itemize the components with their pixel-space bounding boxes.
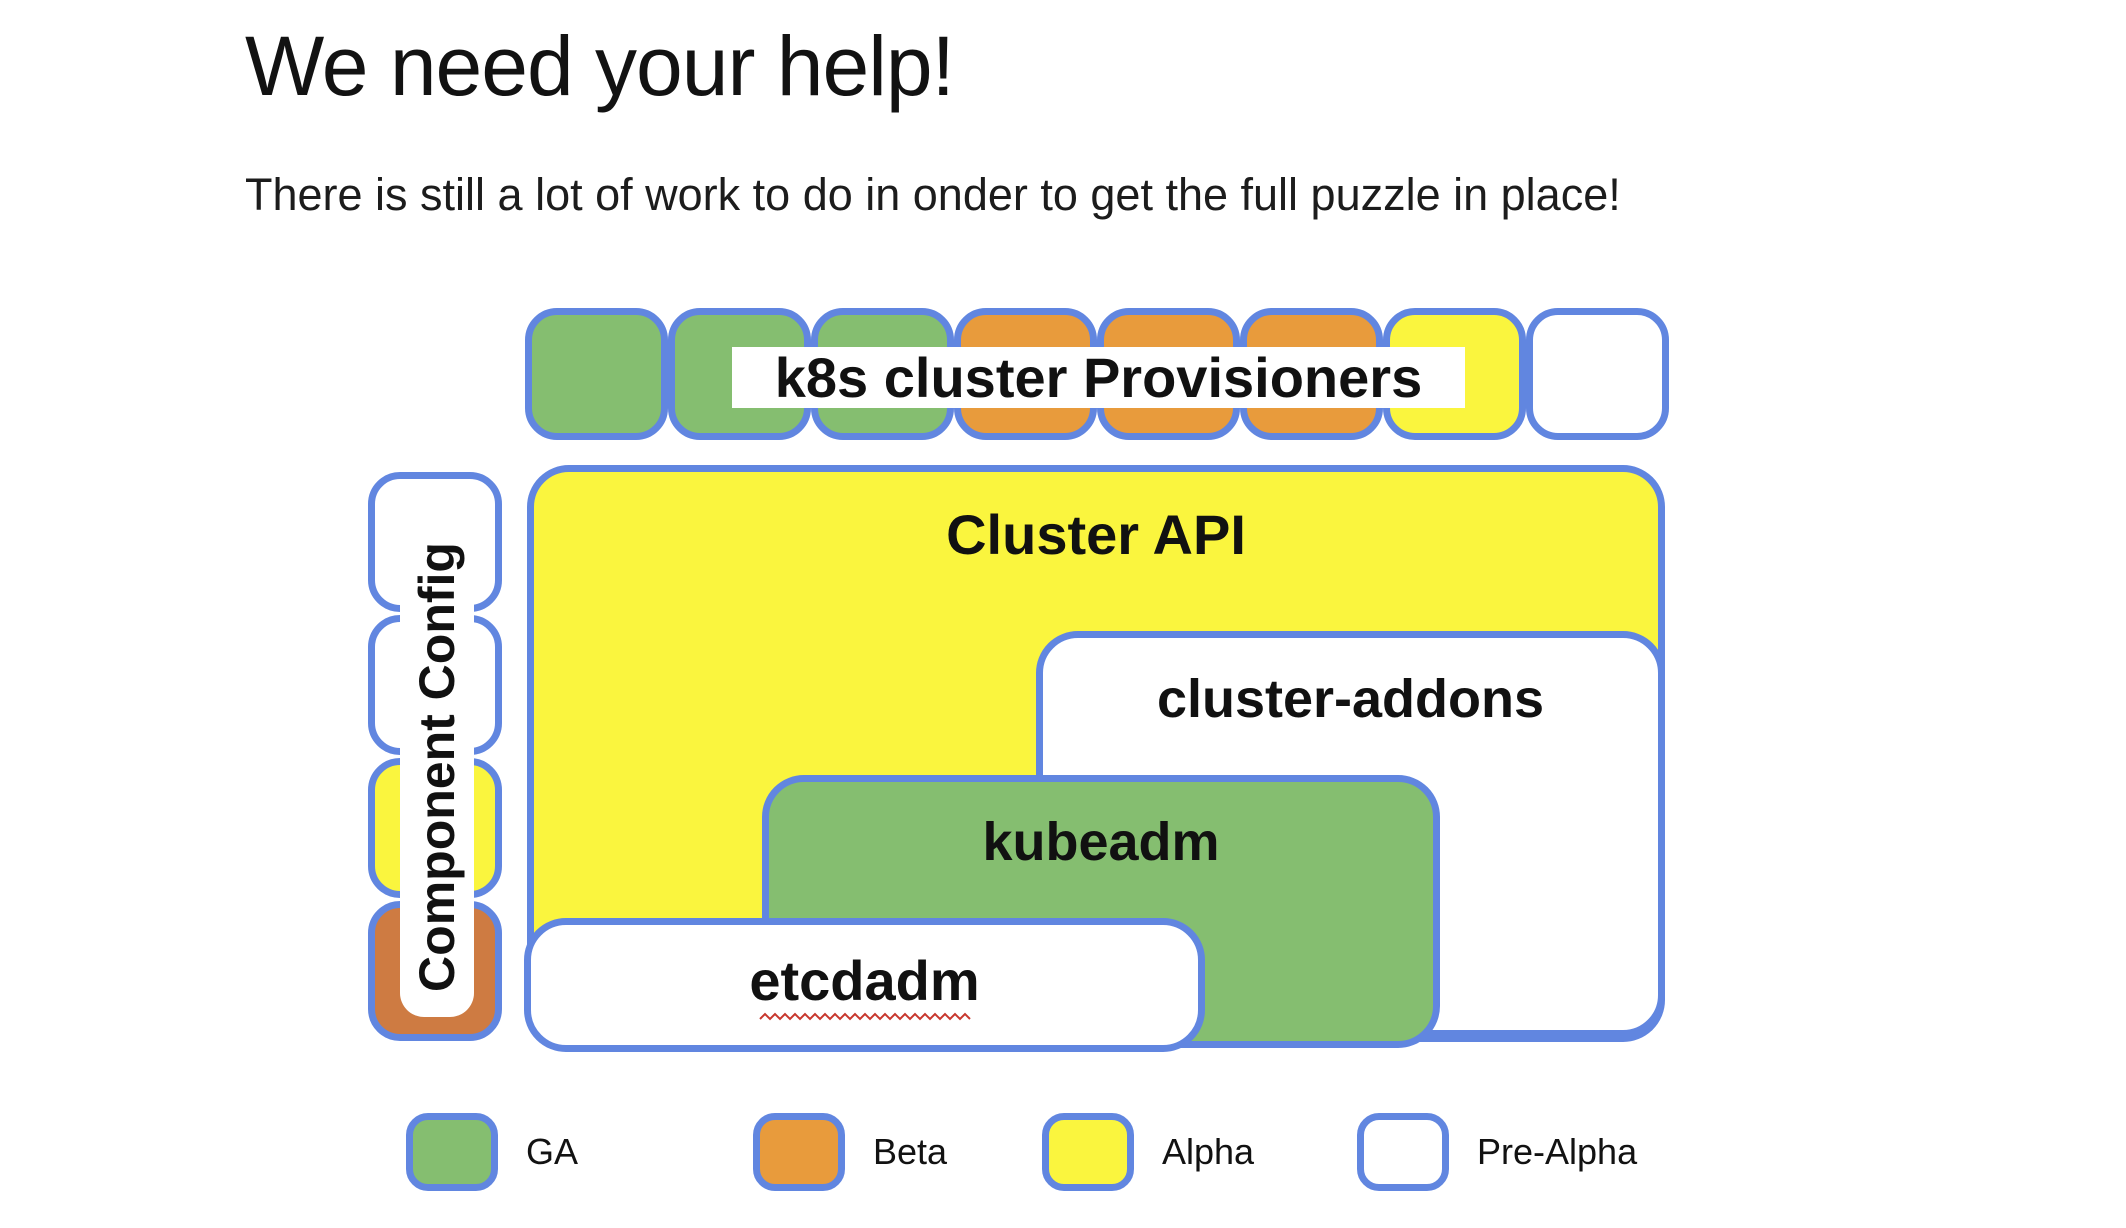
etcdadm-box: etcdadm xyxy=(524,918,1205,1052)
provisioners-label-text: k8s cluster Provisioners xyxy=(774,346,1423,409)
legend-swatch-alpha xyxy=(1042,1113,1134,1191)
spellcheck-squiggle-icon xyxy=(758,1012,971,1021)
legend-label-ga: GA xyxy=(526,1131,579,1172)
component-config-label: Component Config xyxy=(400,517,474,1017)
puzzle-piece-ga xyxy=(525,308,668,440)
legend-swatch-beta xyxy=(753,1113,845,1191)
slide-title: We need your help! xyxy=(245,19,955,113)
kubeadm-label: kubeadm xyxy=(982,812,1220,872)
legend-label-beta: Beta xyxy=(873,1131,948,1172)
component-config-label-text: Component Config xyxy=(409,542,465,992)
legend-item-ga: GA xyxy=(406,1113,578,1191)
legend-label-alpha: Alpha xyxy=(1162,1131,1255,1172)
legend-item-alpha: Alpha xyxy=(1042,1113,1254,1191)
cluster-addons-label: cluster-addons xyxy=(1156,669,1545,729)
slide-subtitle: There is still a lot of work to do in on… xyxy=(245,169,1621,220)
legend-item-beta: Beta xyxy=(753,1113,947,1191)
provisioners-label: k8s cluster Provisioners xyxy=(732,346,1465,409)
legend-swatch-pre-alpha xyxy=(1357,1113,1449,1191)
etcdadm-label: etcdadm xyxy=(749,949,980,1012)
cluster-api-label: Cluster API xyxy=(946,503,1246,566)
legend-item-pre-alpha: Pre-Alpha xyxy=(1357,1113,1637,1191)
puzzle-piece-pre-alpha xyxy=(1526,308,1669,440)
legend-label-pre-alpha: Pre-Alpha xyxy=(1477,1131,1638,1172)
legend-swatch-ga xyxy=(406,1113,498,1191)
